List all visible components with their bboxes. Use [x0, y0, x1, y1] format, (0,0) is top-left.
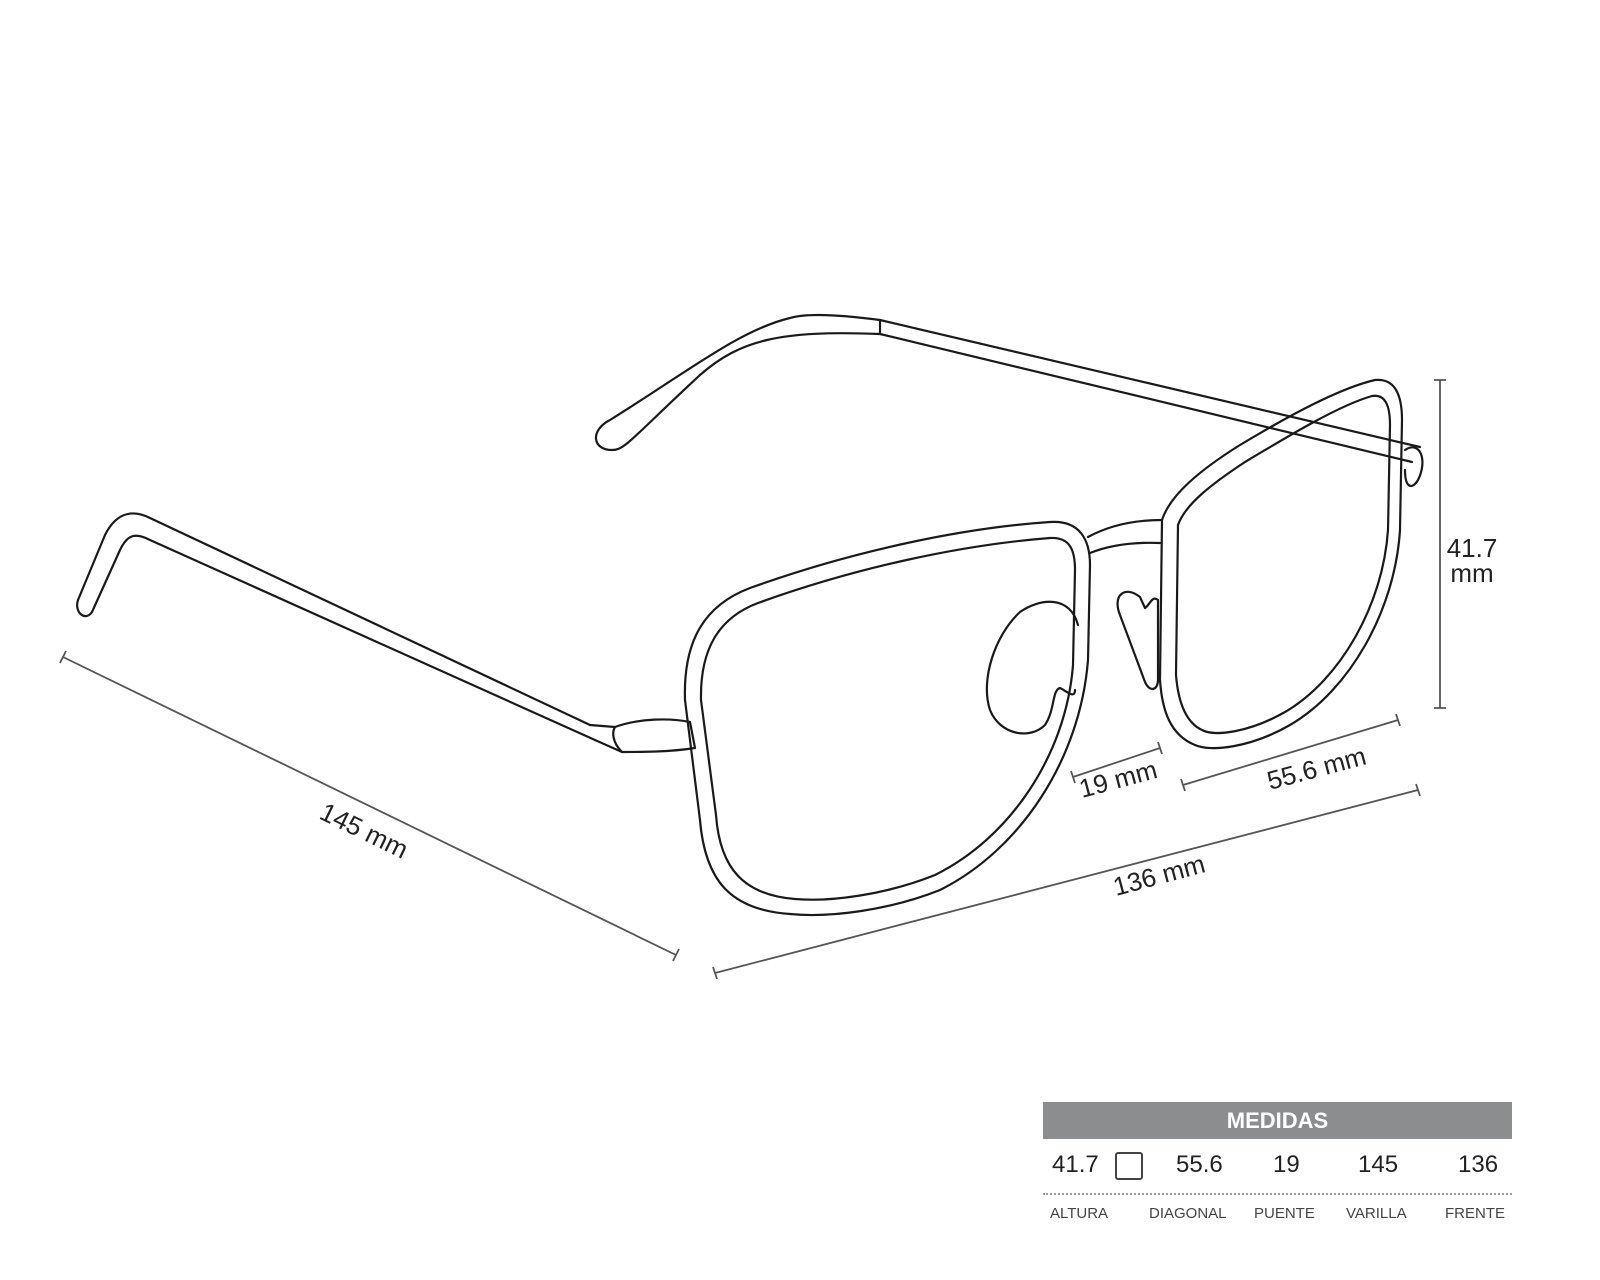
lens-shape-icon	[1115, 1152, 1143, 1180]
table-title: MEDIDAS	[1043, 1102, 1512, 1139]
values-row: 41.7 55.6 19 145 136 ALTURA DIAGONAL PUE…	[1043, 1139, 1512, 1222]
height-value-label: 41.7	[1447, 533, 1498, 563]
altura-value: 41.7	[1052, 1151, 1099, 1178]
measurements-table: MEDIDAS 41.7 55.6 19 145 136 ALTURA DIAG…	[1043, 1102, 1512, 1222]
bridge-dimension: 19 mm	[1070, 741, 1163, 804]
diagonal-value: 55.6	[1176, 1151, 1223, 1178]
diagonal-label: DIAGONAL	[1149, 1205, 1227, 1222]
varilla-value: 145	[1358, 1151, 1399, 1178]
height-dimension: 41.7 mm	[1434, 379, 1498, 709]
bridge	[985, 518, 1164, 735]
varilla-label: VARILLA	[1346, 1205, 1407, 1222]
right-lens-rim	[1158, 378, 1404, 750]
frente-label: FRENTE	[1445, 1205, 1505, 1222]
puente-label: PUENTE	[1254, 1205, 1315, 1222]
height-unit-label: mm	[1450, 558, 1493, 588]
front-temple	[76, 512, 697, 754]
front-dimension: 136 mm	[712, 783, 1421, 980]
puente-value: 19	[1273, 1151, 1300, 1178]
lens-width-dimension-label: 55.6 mm	[1264, 741, 1369, 796]
temple-dimension: 145 mm	[59, 650, 680, 962]
frente-value: 136	[1458, 1151, 1499, 1178]
left-lens-rim	[683, 520, 1092, 917]
temple-dimension-label: 145 mm	[315, 796, 413, 864]
back-temple	[594, 313, 1424, 488]
lens-width-dimension: 55.6 mm	[1180, 713, 1401, 796]
altura-label: ALTURA	[1050, 1205, 1109, 1222]
